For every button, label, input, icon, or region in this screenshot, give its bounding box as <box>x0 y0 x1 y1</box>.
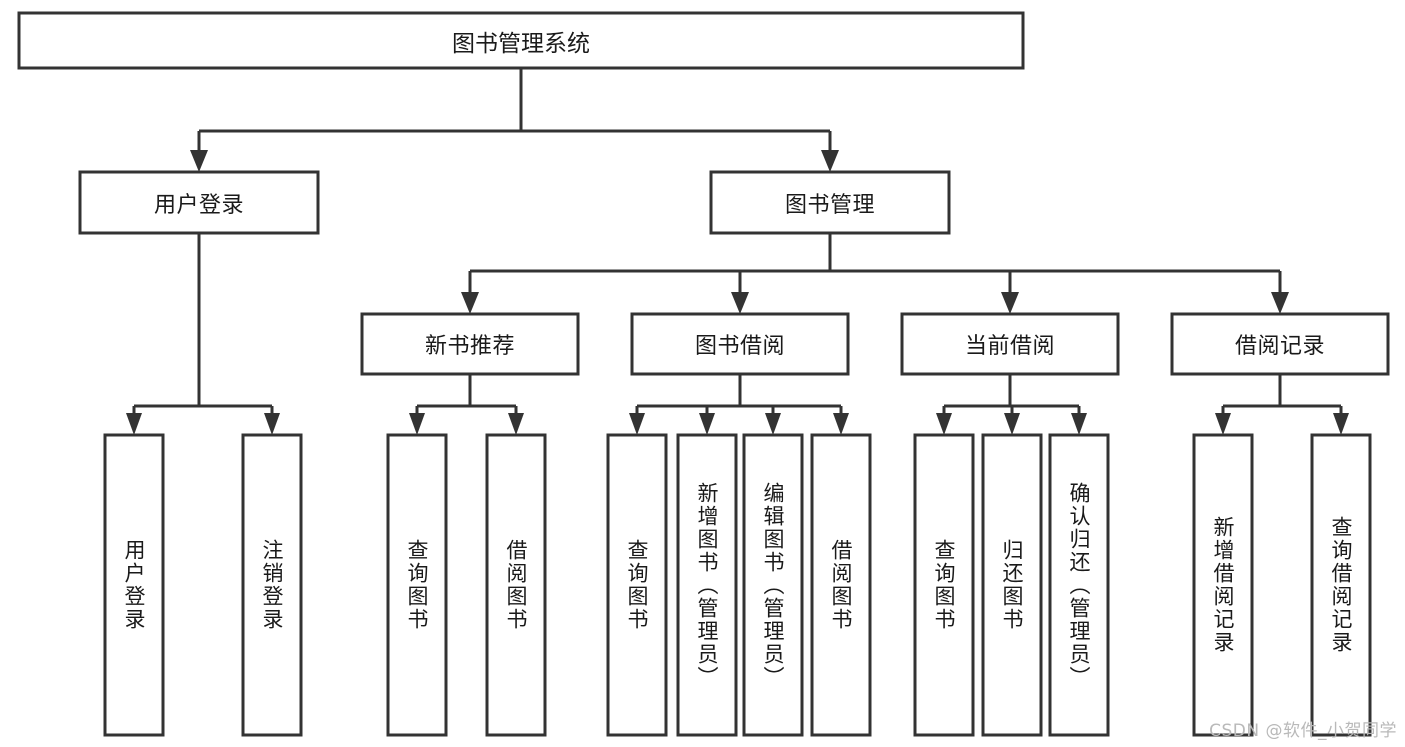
node-box-leaf-confirm-return[interactable] <box>1048 433 1110 737</box>
arrowhead-leaf-logout <box>264 413 280 435</box>
arrowhead-new-book-rec <box>461 292 479 314</box>
connector-group-borrow-record <box>1215 374 1349 435</box>
arrowhead-book-manage <box>821 150 839 172</box>
node-box-leaf-add-record[interactable] <box>1192 433 1254 737</box>
node-box-leaf-logout[interactable] <box>241 433 303 737</box>
connector-group-current-borrow <box>936 374 1087 435</box>
arrowhead-book-borrow <box>731 292 749 314</box>
node-box-leaf-query-book-a[interactable] <box>386 433 448 737</box>
node-box-leaf-edit-book[interactable] <box>742 433 804 737</box>
connector-group-book-borrow <box>629 374 849 435</box>
node-box-borrow-record[interactable] <box>1170 312 1390 376</box>
node-box-leaf-return-book[interactable] <box>981 433 1043 737</box>
arrowhead-user-login <box>190 150 208 172</box>
arrowhead-leaf-query-book-b <box>629 413 645 435</box>
arrowhead-leaf-user-login <box>126 413 142 435</box>
watermark-text: CSDN @软件_小贺同学 <box>1209 721 1397 741</box>
connector-group-new-book-rec <box>409 374 524 435</box>
node-box-leaf-user-login[interactable] <box>103 433 165 737</box>
node-box-leaf-add-book[interactable] <box>676 433 738 737</box>
node-box-leaf-borrow-book-b[interactable] <box>810 433 872 737</box>
node-box-leaf-query-record[interactable] <box>1310 433 1372 737</box>
arrowhead-leaf-edit-book <box>765 413 781 435</box>
node-box-book-borrow[interactable] <box>630 312 850 376</box>
node-box-leaf-borrow-book-a[interactable] <box>485 433 547 737</box>
arrowhead-leaf-borrow-book-b <box>833 413 849 435</box>
connector-group-book-manage <box>461 233 1289 314</box>
node-box-new-book-rec[interactable] <box>360 312 580 376</box>
arrowhead-leaf-return-book <box>1004 413 1020 435</box>
node-box-user-login[interactable] <box>78 170 320 235</box>
arrowhead-leaf-borrow-book-a <box>508 413 524 435</box>
arrowhead-current-borrow <box>1001 292 1019 314</box>
arrowhead-leaf-add-book <box>699 413 715 435</box>
node-box-leaf-query-book-b[interactable] <box>606 433 668 737</box>
arrowhead-leaf-query-book-c <box>936 413 952 435</box>
node-box-root[interactable] <box>17 11 1025 70</box>
arrowhead-leaf-confirm-return <box>1071 413 1087 435</box>
arrowhead-borrow-record <box>1271 292 1289 314</box>
node-box-book-manage[interactable] <box>709 170 951 235</box>
node-box-current-borrow[interactable] <box>900 312 1120 376</box>
arrowhead-leaf-query-record <box>1333 413 1349 435</box>
arrowhead-leaf-add-record <box>1215 413 1231 435</box>
connector-group-user-login <box>126 233 280 435</box>
connector-group-root <box>190 68 839 172</box>
node-box-leaf-query-book-c[interactable] <box>913 433 975 737</box>
arrowhead-leaf-query-book-a <box>409 413 425 435</box>
